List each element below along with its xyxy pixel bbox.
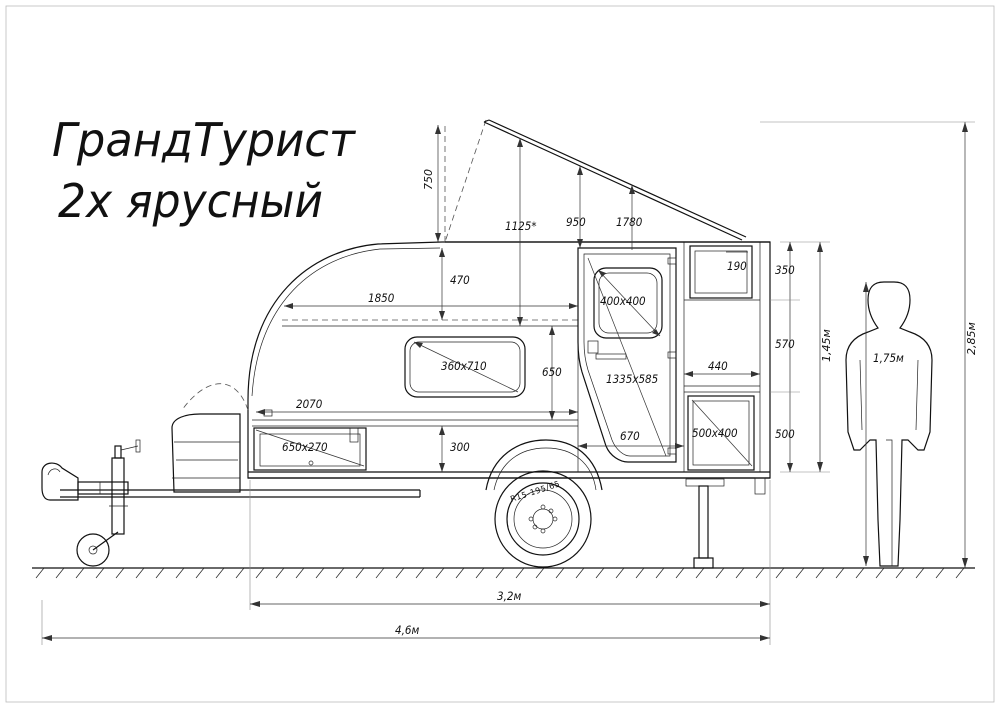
dim-front-hatch: 650x270 (282, 440, 328, 454)
dim-570: 570 (775, 337, 795, 351)
coupler-housing (77, 481, 129, 495)
fender (485, 439, 603, 491)
tire (494, 470, 592, 568)
title-line-1: ГрандТурист (52, 113, 356, 167)
dim-body-length: 3,2м (497, 589, 521, 603)
jockey-wheel-post (111, 457, 125, 535)
door-window (593, 267, 663, 339)
dim-person-height: 1,75м (873, 351, 904, 365)
dim-body-height: 1,45м (820, 329, 833, 362)
dim-rear-hatch: 500x400 (692, 426, 738, 440)
overall-dimensions (41, 121, 975, 645)
dim-470: 470 (450, 273, 470, 287)
title-line-2: 2х ярусный (58, 174, 323, 228)
sheet-border (5, 5, 995, 703)
popup-roof (444, 119, 770, 243)
dim-roof-raise: 750 (422, 169, 435, 190)
front-fairing (181, 383, 249, 411)
dim-1850: 1850 (368, 291, 395, 305)
dim-650: 650 (542, 365, 562, 379)
dim-350: 350 (775, 263, 795, 277)
dim-190: 190 (727, 259, 747, 273)
dim-door-window: 400x400 (600, 294, 646, 308)
person-silhouette (845, 281, 933, 567)
jockey-wheel (76, 533, 110, 567)
dim-500: 500 (775, 427, 795, 441)
dim-door: 1335x585 (606, 372, 659, 386)
rear-stand (685, 477, 766, 569)
trailer-body (181, 241, 771, 479)
dim-2070: 2070 (296, 397, 323, 411)
rear-hatch (687, 395, 755, 471)
interior-dimensions (255, 125, 800, 472)
dim-950: 950 (566, 215, 586, 229)
dim-670: 670 (620, 429, 640, 443)
title-block: ГрандТурист 2х ярусный (52, 113, 356, 228)
dim-1780: 1780 (616, 215, 643, 229)
dim-total-length: 4,6м (395, 623, 419, 637)
dim-window: 360x710 (441, 359, 487, 373)
dim-440: 440 (708, 359, 728, 373)
dim-300: 300 (450, 440, 470, 454)
dimension-labels: 4,6м 3,2м 2,85м 1,45м 1,75м 750 1125* 95… (282, 169, 978, 637)
tire-label: R15-195/65 (509, 479, 561, 504)
front-box (171, 413, 241, 493)
wheel: R15-195/65 (485, 439, 603, 568)
door-handle (587, 340, 599, 354)
side-window (404, 336, 526, 398)
ground (32, 567, 975, 579)
coupler-head (41, 462, 79, 501)
upper-locker (689, 245, 753, 299)
dim-1125: 1125* (505, 219, 537, 233)
dim-total-height: 2,85м (965, 322, 978, 355)
drawbar (41, 439, 421, 567)
